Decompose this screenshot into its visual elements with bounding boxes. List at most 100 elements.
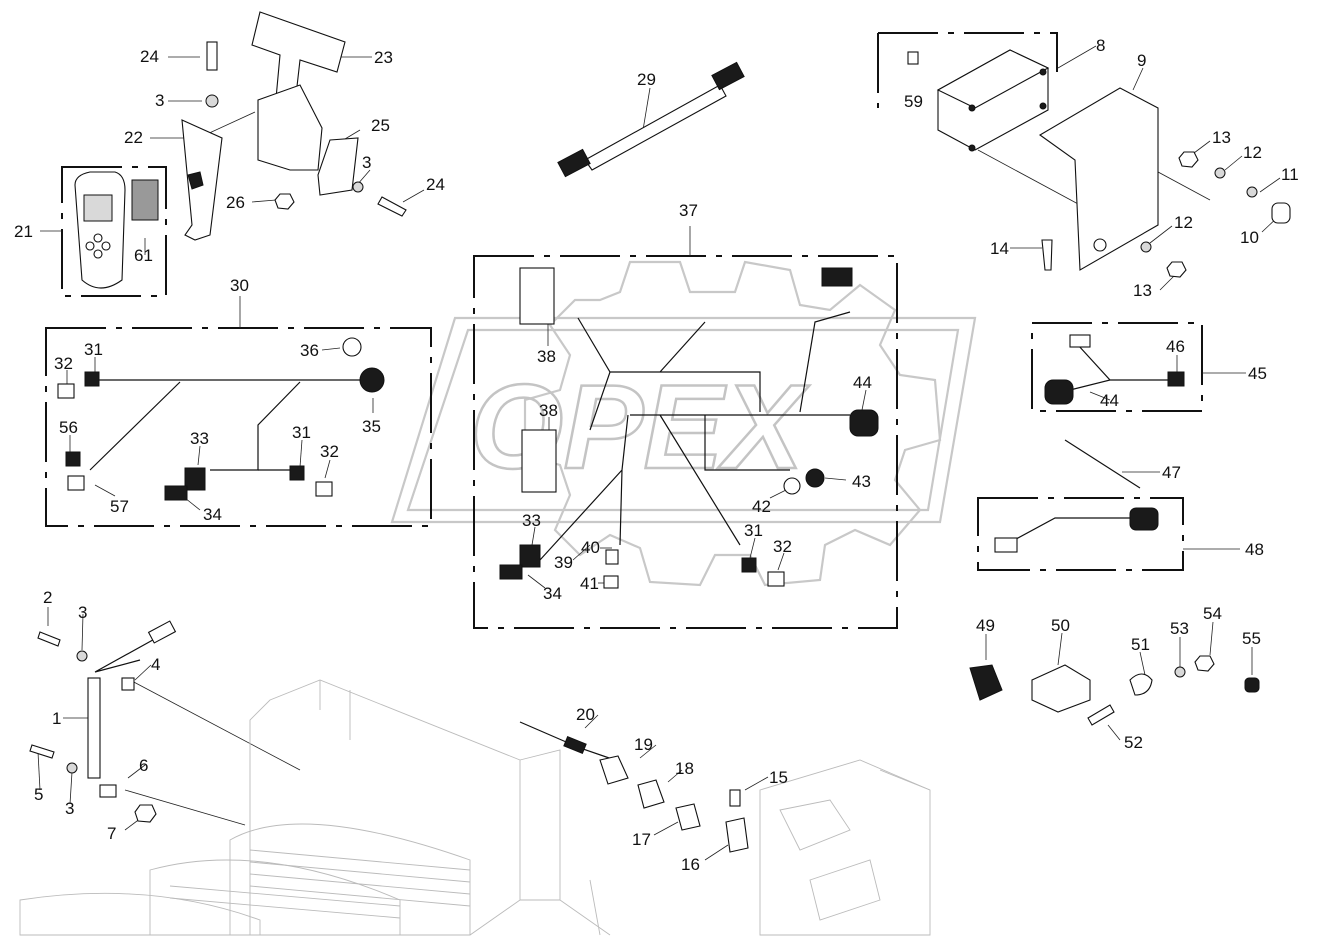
knob-10 [1271,202,1291,224]
callout-48: 48 [1245,540,1264,559]
callout-31b: 31 [292,423,311,442]
screw-5 [29,744,55,759]
callout-33b: 33 [522,511,541,530]
callout-40: 40 [581,538,600,557]
callout-21: 21 [14,222,33,241]
callout-7: 7 [107,824,116,843]
callout-25: 25 [371,116,390,135]
frame-terminal-21 [61,166,167,297]
screw-2 [37,631,61,647]
cable-29-body [584,84,727,171]
nut-26 [274,193,295,210]
callout-29: 29 [637,70,656,89]
callout-10: 10 [1240,228,1259,247]
connector-31-center [741,557,757,573]
callout-23: 23 [374,48,393,67]
callout-22: 22 [124,128,143,147]
callout-32c: 32 [773,537,792,556]
roller-2 [149,859,401,936]
bracket-25 [317,137,359,196]
connector-29-left [557,148,591,178]
callout-31c: 31 [744,521,763,540]
nut-13-top [1178,151,1199,168]
watermark-logo: OPEX [390,260,977,587]
callout-15: 15 [769,768,788,787]
callout-26: 26 [226,193,245,212]
control-box-assembly [907,49,1291,278]
sleeve-6 [99,784,117,798]
callout-42: 42 [752,497,771,516]
callout-13a: 13 [1212,128,1231,147]
callout-49: 49 [976,616,995,635]
box-8-screw-4 [1039,102,1047,110]
callout-14: 14 [990,239,1009,258]
callout-38b: 38 [539,401,558,420]
clip-icon [187,171,204,190]
terminal-button-right [101,241,111,251]
roller-1 [229,823,471,936]
callout-57: 57 [110,497,129,516]
callout-11: 11 [1281,165,1299,184]
bracket-assembly [181,11,407,241]
callout-4: 4 [151,655,160,674]
callout-13b: 13 [1133,281,1152,300]
connector-38-bottom [521,429,557,493]
gearbox-detail [779,769,931,921]
frame-display-kit [877,32,1058,108]
screw-24-top [206,41,218,71]
clamp-51 [1129,673,1153,696]
callout-12a: 12 [1243,143,1262,162]
callout-39: 39 [554,553,573,572]
callout-32a: 32 [54,354,73,373]
harness-37 [499,267,879,589]
connector-31-right [289,465,305,481]
callout-61: 61 [134,246,153,265]
sensor-1-cable [94,635,161,673]
cable-29 [557,61,745,178]
callout-51: 51 [1131,635,1150,654]
harness-30 [57,337,385,501]
watermark-text: OPEX [470,360,810,494]
plug-36 [342,337,362,357]
roller-3 [19,892,261,936]
callout-5: 5 [34,785,43,804]
connector-46 [1167,371,1185,387]
nut-54 [1194,655,1215,672]
label-61 [131,179,159,221]
fitting-49 [969,664,1003,701]
frame-harness-37 [473,255,898,629]
frame-harness-45 [1031,322,1203,412]
callout-33a: 33 [190,429,209,448]
callout-34b: 34 [543,584,562,603]
fitting-17 [675,803,701,831]
hose-20-end [563,735,587,755]
callout-47: 47 [1162,463,1181,482]
terminal-button-down [93,249,103,259]
washer-3-right [352,181,364,193]
cover-9 [1038,87,1159,271]
washer-3-left-bottom [66,762,78,774]
harness-30-branch-a [89,381,181,471]
washer-11 [1246,186,1258,198]
group-frames [45,32,1203,629]
callout-2: 2 [43,588,52,607]
callout-3d: 3 [65,799,74,818]
callout-34a: 34 [203,505,222,524]
connector-45-top [1069,334,1091,348]
connector-35 [359,367,385,393]
cable-tie-47 [1064,439,1141,489]
callout-31a: 31 [84,340,103,359]
harness-30-branch-b [210,381,301,471]
connector-31-left [84,371,100,387]
block-50 [1031,664,1091,713]
connector-32-left [57,383,75,399]
terminal-button-up [93,233,103,243]
callout-17: 17 [632,830,651,849]
callout-53: 53 [1170,619,1189,638]
callout-41: 41 [580,574,599,593]
callout-3a: 3 [155,91,164,110]
connector-32-right [315,481,333,497]
nut-7 [134,804,157,823]
sensor-plug [147,620,177,644]
